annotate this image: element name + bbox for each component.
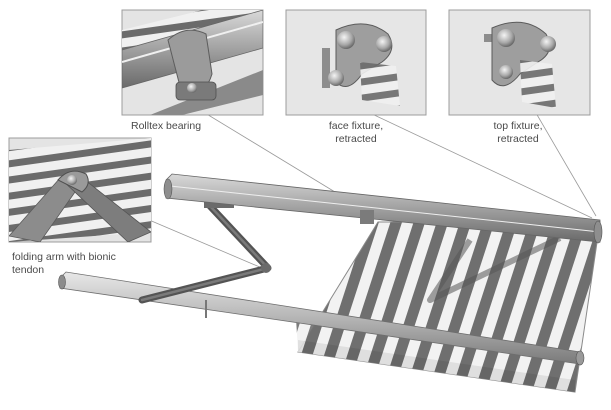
caption-rolltex-bearing: Rolltex bearing — [131, 120, 201, 133]
detail-folding-arm — [9, 138, 151, 242]
caption-top-fixture: top fixture, retracted — [468, 120, 568, 146]
caption-line: folding arm with bionic — [12, 251, 116, 264]
caption-line: top fixture, — [468, 120, 568, 133]
caption-line: face fixture, — [306, 120, 406, 133]
caption-folding-arm: folding arm with bionic tendon — [12, 251, 116, 277]
caption-line: retracted — [468, 133, 568, 146]
caption-face-fixture: face fixture, retracted — [306, 120, 406, 146]
caption-line: tendon — [12, 264, 116, 277]
detail-top-fixture — [449, 10, 590, 115]
caption-line: retracted — [306, 133, 406, 146]
detail-rolltex-bearing — [122, 0, 263, 118]
detail-face-fixture — [286, 10, 426, 115]
caption-line: Rolltex bearing — [131, 120, 201, 133]
